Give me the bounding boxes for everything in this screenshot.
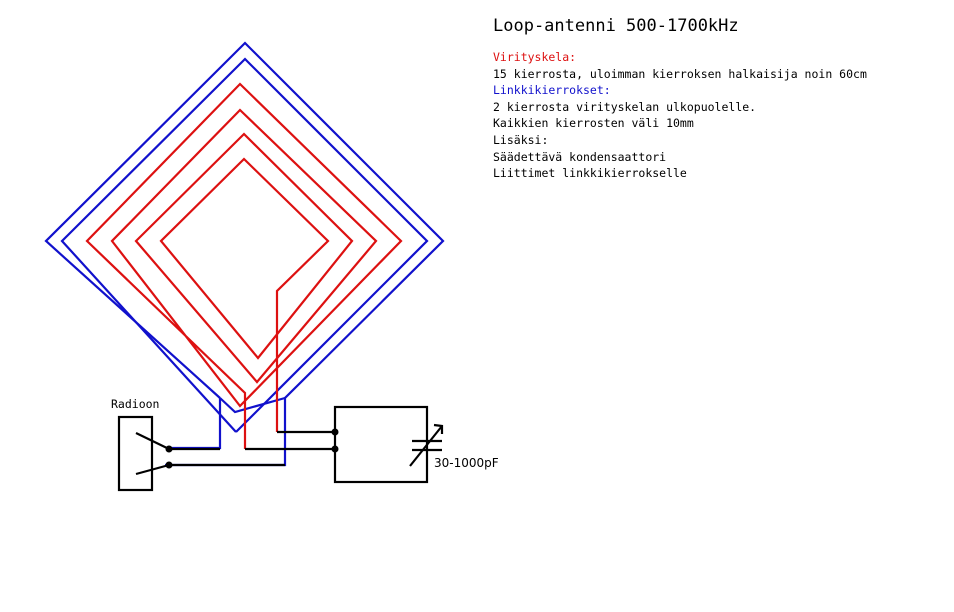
radio-label: Radioon [111, 397, 159, 411]
page-title: Loop-antenni 500-1700kHz [493, 16, 739, 36]
radio-terminal-bottom [165, 461, 173, 469]
variable-capacitor: 30-1000pF [331, 405, 499, 484]
radio-terminal-top [165, 445, 173, 453]
capacitor-arrow-head-icon [433, 423, 444, 434]
radio-connector-box [117, 415, 154, 492]
tuning-coil-heading: Virityskela: [493, 50, 577, 64]
link-coil-inner-loop [60, 57, 429, 433]
extras-connectors-text: Liittimet linkkikierrokselle [493, 166, 687, 181]
tuning-coil-spiral [85, 82, 403, 449]
radio-connector-lead-bottom [135, 463, 170, 476]
wiring [169, 430, 335, 467]
link-coil-text: 2 kierrosta virityskelan ulkopuolelle. [493, 99, 757, 114]
radio-connector: Radioon [111, 397, 173, 492]
capacitor-adjust-arrow-icon [409, 425, 443, 467]
tuning-coil-text: 15 kierrosta, uloimman kierroksen halkai… [493, 66, 867, 81]
capacitor-value-label: 30-1000pF [434, 456, 499, 470]
tuning-coil [85, 82, 403, 449]
link-coil-second-turn [219, 396, 286, 414]
extras-heading: Lisäksi: [493, 132, 549, 147]
capacitor-box [333, 405, 429, 484]
spacing-text: Kaikkien kierrosten väli 10mm [493, 116, 694, 131]
description-block: Virityskela: 15 kierrosta, uloimman kier… [493, 49, 867, 182]
link-coil-heading: Linkkikierrokset: [493, 83, 611, 98]
radio-connector-lead-top [135, 432, 170, 450]
extras-capacitor-text: Säädettävä kondensaattori [493, 149, 667, 164]
capacitor-terminal-top [331, 428, 339, 436]
capacitor-terminal-bottom [331, 445, 339, 453]
